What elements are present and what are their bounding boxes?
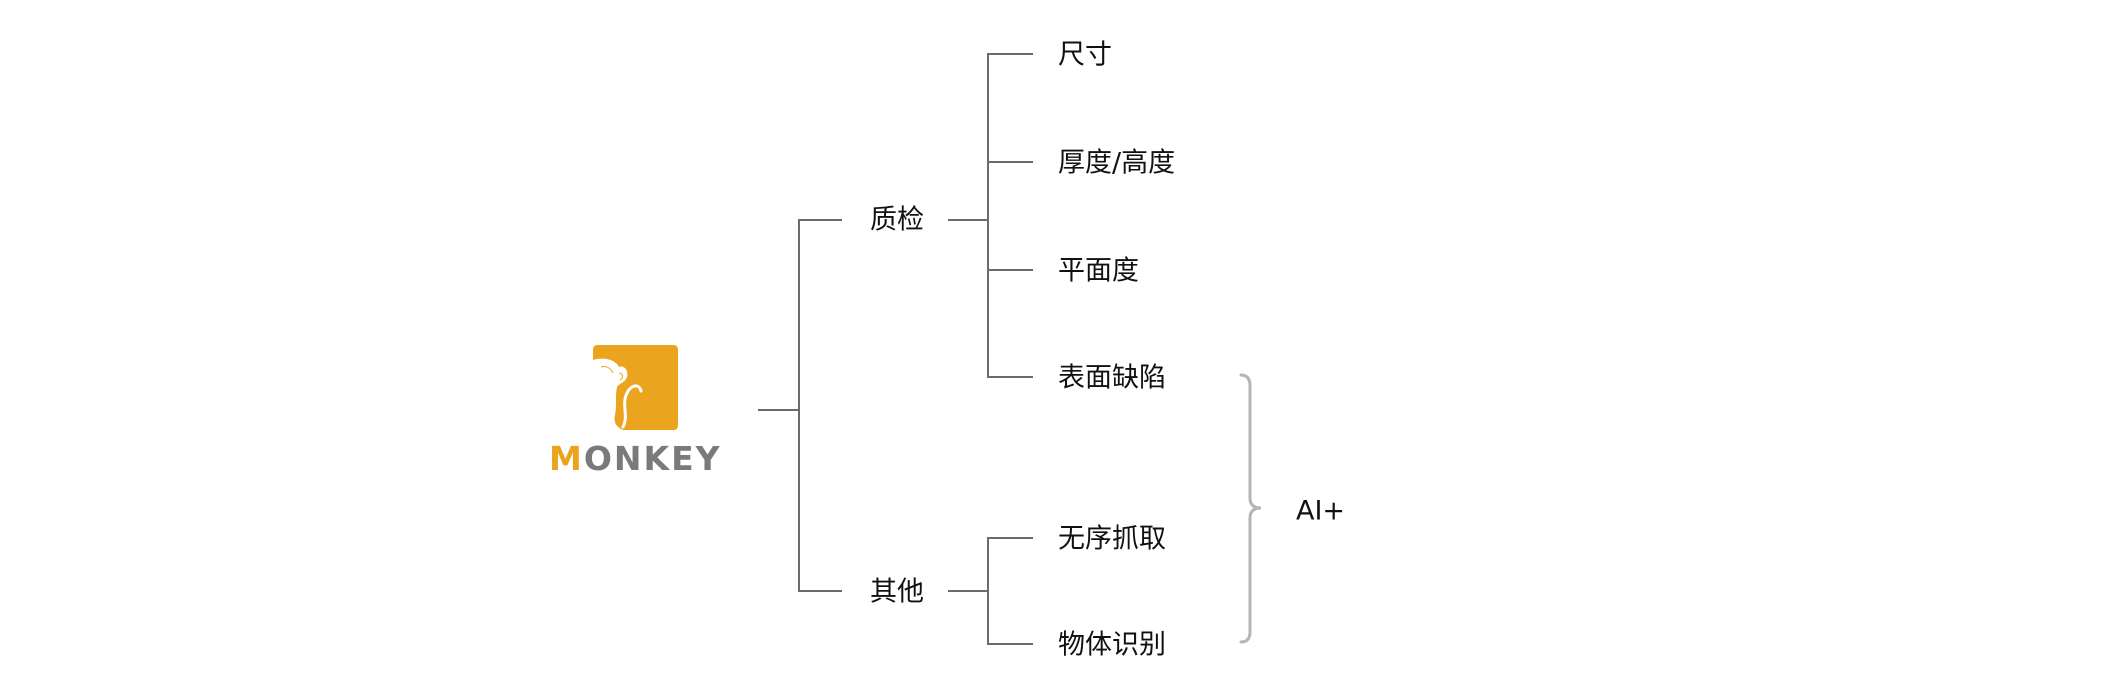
leaf-label-surface-defect: 表面缺陷	[1058, 362, 1166, 394]
logo-wordmark: MONKEY	[549, 442, 722, 475]
curly-brace-icon	[1239, 373, 1262, 644]
leaf-connector	[987, 269, 1033, 271]
logo-icon	[593, 345, 678, 430]
leaf-connector	[987, 376, 1033, 378]
leaf-connector	[987, 643, 1033, 645]
leaf-label-thickness-height: 厚度/高度	[1058, 147, 1176, 179]
logo-letter-m: M	[549, 439, 584, 478]
ai-plus-label: AI+	[1296, 495, 1346, 527]
leaf-label-flatness: 平面度	[1058, 255, 1139, 287]
leaf-label-random-picking: 无序抓取	[1058, 523, 1166, 555]
leaf-label-object-recognition: 物体识别	[1058, 629, 1166, 661]
leaf-label-size: 尺寸	[1058, 39, 1112, 71]
leaf-connector	[987, 53, 1033, 55]
branch-2-vertical-line	[987, 537, 989, 645]
branch-2-out-line	[948, 590, 989, 592]
logo-letters-rest: ONKEY	[583, 439, 722, 478]
branch-2-connector	[798, 590, 842, 592]
branch-1-out-line	[948, 219, 989, 221]
root-vertical-line	[798, 219, 800, 592]
leaf-connector	[987, 537, 1033, 539]
branch-label-quality-inspection: 质检	[870, 204, 924, 236]
branch-1-vertical-line	[987, 53, 989, 378]
branch-1-connector	[798, 219, 842, 221]
monkey-icon	[593, 345, 678, 430]
branch-label-other: 其他	[870, 576, 924, 608]
root-stem-line	[758, 409, 800, 411]
leaf-connector	[987, 161, 1033, 163]
